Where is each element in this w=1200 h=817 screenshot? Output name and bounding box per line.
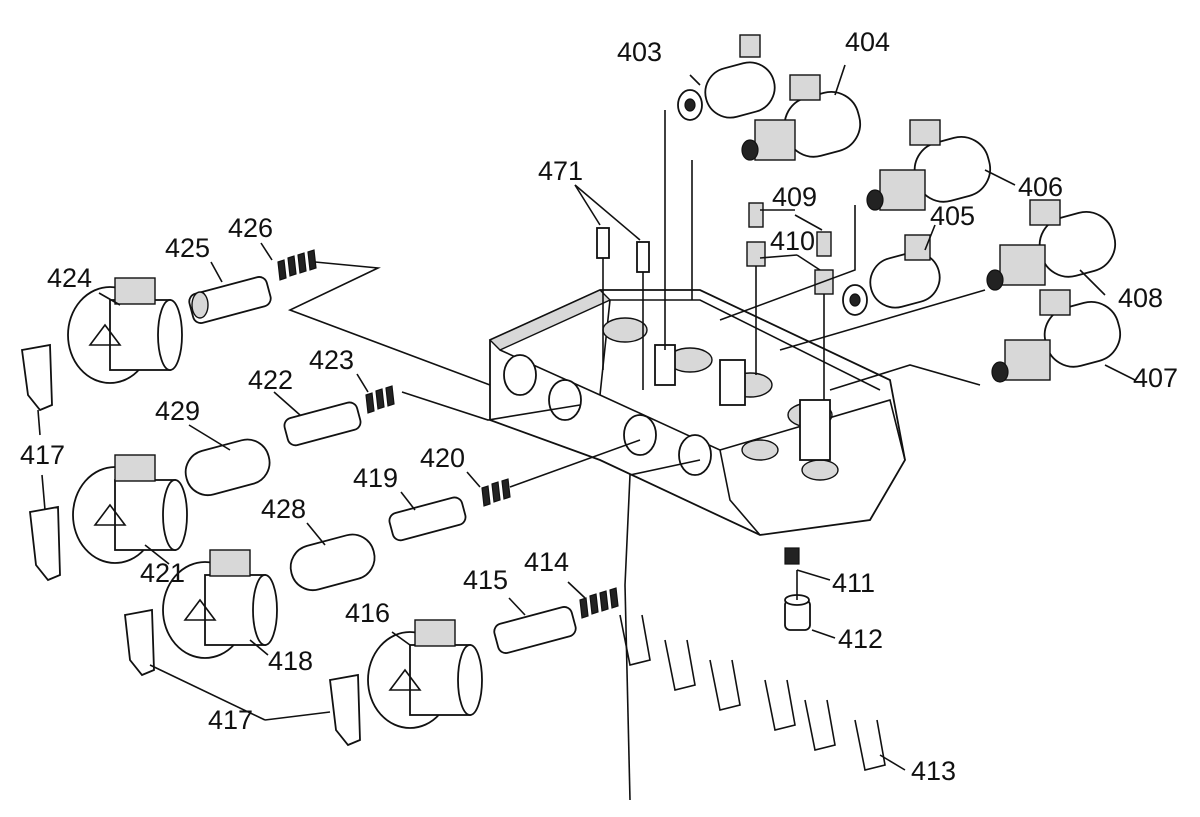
dowel-pins-471 (596, 227, 650, 273)
plugs-409-410 (746, 202, 834, 295)
label-405: 405 (930, 201, 975, 231)
label-422: 422 (248, 365, 293, 395)
valve-419 (388, 496, 467, 542)
label-425: 425 (165, 233, 210, 263)
label-409: 409 (772, 182, 817, 212)
label-423: 423 (309, 345, 354, 375)
label-429: 429 (155, 396, 200, 426)
label-418: 418 (268, 646, 313, 676)
valve-body (488, 289, 906, 536)
solenoid-404 (741, 74, 862, 161)
label-419: 419 (353, 463, 398, 493)
label-421: 421 (140, 558, 185, 588)
spring-426 (277, 249, 317, 281)
label-424: 424 (47, 263, 92, 293)
label-412: 412 (838, 624, 883, 654)
filter-412 (784, 594, 811, 631)
label-414: 414 (524, 547, 569, 577)
sleeve-428 (289, 533, 376, 592)
valve-415 (493, 606, 577, 654)
label-404: 404 (845, 27, 890, 57)
screen-411 (784, 547, 800, 565)
label-403: 403 (617, 37, 662, 67)
solenoid-406 (866, 119, 992, 211)
label-411: 411 (832, 568, 875, 598)
label-471: 471 (538, 156, 583, 186)
spring-414 (579, 587, 619, 619)
solenoid-418 (162, 549, 278, 659)
label-410: 410 (770, 226, 815, 256)
label-417-bottom: 417 (208, 705, 253, 735)
spring-423 (365, 385, 395, 414)
label-420: 420 (420, 443, 465, 473)
sleeve-429 (184, 438, 271, 497)
solenoid-408 (986, 199, 1117, 291)
label-415: 415 (463, 565, 508, 595)
label-407: 407 (1133, 363, 1178, 393)
label-413: 413 (911, 756, 956, 786)
part-labels: 403 404 471 409 410 406 405 408 407 426 … (20, 27, 1178, 786)
solenoid-421 (72, 454, 188, 564)
label-416: 416 (345, 598, 390, 628)
solenoid-407 (991, 289, 1122, 383)
spring-420 (481, 478, 511, 507)
label-417-left: 417 (20, 440, 65, 470)
valve-422 (283, 401, 362, 447)
label-408: 408 (1118, 283, 1163, 313)
valve-425 (188, 276, 272, 324)
label-426: 426 (228, 213, 273, 243)
leader-lines (37, 64, 1136, 801)
label-428: 428 (261, 494, 306, 524)
label-406: 406 (1018, 172, 1063, 202)
solenoid-405 (842, 234, 941, 316)
solenoid-424 (67, 277, 183, 384)
solenoid-416 (367, 619, 483, 729)
solenoid-403 (677, 34, 776, 121)
clips-413 (619, 614, 886, 771)
retainer-clips-417 (20, 343, 361, 747)
